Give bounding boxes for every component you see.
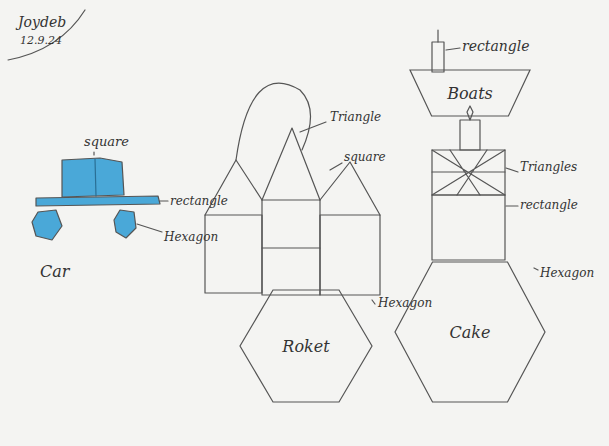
shape-label: Cake xyxy=(450,323,491,342)
shape-label: Triangles xyxy=(520,160,577,174)
shape-label: Triangle xyxy=(330,110,381,124)
shape-label: Joydeb xyxy=(18,14,66,30)
shape-label: square xyxy=(84,134,129,149)
shape-node: Cake xyxy=(395,262,545,402)
shape-outline xyxy=(395,262,545,402)
shape-label: Car xyxy=(40,262,69,281)
shape-label: Hexagon xyxy=(378,296,432,310)
shape-node: Roket xyxy=(240,290,372,402)
shape-label: 12.9.24 xyxy=(20,34,62,47)
shape-label: rectangle xyxy=(462,38,530,54)
shape-label: Boats xyxy=(447,84,493,103)
shape-label: Hexagon xyxy=(164,230,218,244)
shape-outline xyxy=(240,290,372,402)
shape-label: rectangle xyxy=(170,194,228,208)
shape-label: square xyxy=(344,150,386,164)
shape-label: Roket xyxy=(282,337,329,356)
shape-label: rectangle xyxy=(520,198,578,212)
shape-node: Boats xyxy=(410,70,530,116)
shape-label: Hexagon xyxy=(540,266,594,280)
shape-outline xyxy=(410,70,530,116)
